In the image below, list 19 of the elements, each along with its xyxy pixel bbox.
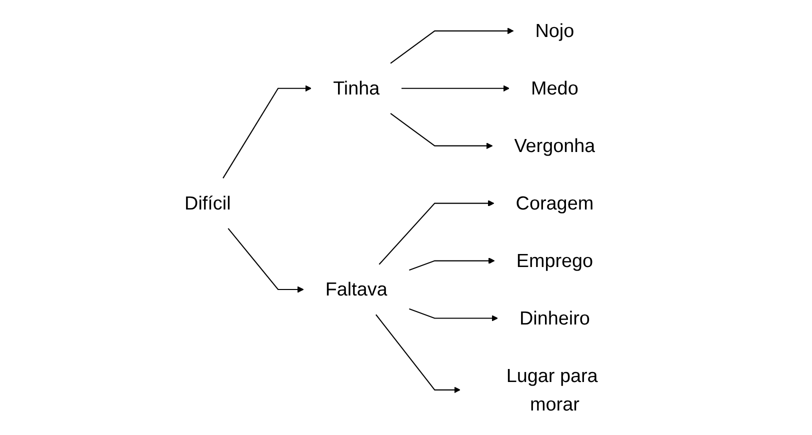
arrow xyxy=(390,113,493,150)
arrow xyxy=(409,258,495,271)
node-text: Nojo xyxy=(535,20,574,42)
arrow xyxy=(222,85,312,178)
node-text: Emprego xyxy=(516,250,594,272)
node-text: Dinheiro xyxy=(519,306,590,329)
arrow xyxy=(409,308,498,322)
node-text: Difícil xyxy=(184,192,231,214)
arrow xyxy=(378,200,494,265)
node-text: Tinha xyxy=(333,77,380,99)
node-text: Medo xyxy=(531,77,578,99)
node-text: Lugar para morar xyxy=(506,364,598,415)
arrow xyxy=(376,314,460,394)
arrow xyxy=(228,228,304,293)
node-text: Faltava xyxy=(325,278,388,300)
arrow xyxy=(402,85,510,92)
arrow xyxy=(390,28,514,64)
node-text: Coragem xyxy=(516,192,594,214)
node-text: Vergonha xyxy=(514,134,596,156)
